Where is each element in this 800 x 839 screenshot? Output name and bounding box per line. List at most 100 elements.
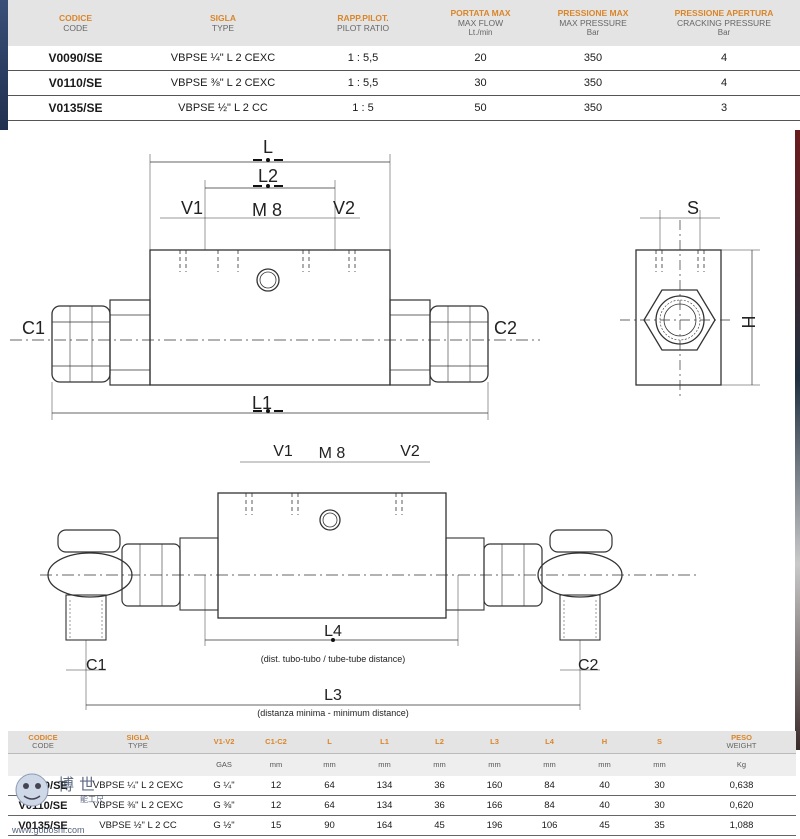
cell-L: 64	[302, 795, 357, 816]
unit-L2: mm	[412, 753, 467, 776]
cell-max-flow: 50	[423, 95, 538, 121]
unit-v1-v2: GAS	[198, 753, 250, 776]
table-row: V0135/SE VBPSE ½" L 2 CC 1 : 5 50 350 3	[8, 95, 800, 121]
watermark-logo: 博 世 能工尺 www.goboshi.com	[11, 773, 104, 835]
cell-S: 30	[632, 776, 687, 796]
unit-c1-c2: mm	[250, 753, 302, 776]
label-L4: L4	[324, 623, 342, 640]
cell-S: 35	[632, 815, 687, 836]
unit-type	[78, 753, 198, 776]
cell-v1-v2: G ½"	[198, 815, 250, 836]
unit-L: mm	[302, 753, 357, 776]
table-row: V0110/SE VBPSE ⅜" L 2 CEXC 1 : 5,5 30 35…	[8, 70, 800, 96]
label-C2: C2	[494, 318, 517, 338]
label-S: S	[687, 198, 699, 218]
cell-weight: 0,638	[687, 776, 796, 796]
header-L2: L2	[412, 731, 467, 754]
m8-hole	[256, 268, 280, 292]
cell-code: V0090/SE	[8, 46, 143, 71]
label-L3: L3	[324, 687, 342, 704]
cell-L1: 134	[357, 776, 412, 796]
label-H: H	[738, 316, 758, 329]
cell-H: 40	[577, 776, 632, 796]
cell-weight: 0,620	[687, 795, 796, 816]
unit-L4: mm	[522, 753, 577, 776]
cell-L2: 36	[412, 795, 467, 816]
cell-S: 30	[632, 795, 687, 816]
cell-L3: 160	[467, 776, 522, 796]
cell-type: VBPSE ½" L 2 CC	[78, 815, 198, 836]
cell-c1-c2: 12	[250, 795, 302, 816]
cell-cracking-pressure: 4	[648, 46, 800, 71]
watermark-brand: 博 世	[58, 775, 95, 794]
cell-pilot-ratio: 1 : 5,5	[303, 46, 423, 71]
cell-cracking-pressure: 3	[648, 95, 800, 121]
watermark-url: www.goboshi.com	[11, 825, 85, 835]
valve-assembly-view	[40, 461, 700, 710]
label-M8: M 8	[252, 200, 282, 220]
header-L3: L3	[467, 731, 522, 754]
cell-L3: 196	[467, 815, 522, 836]
note-tube-distance: (dist. tubo-tubo / tube-tube distance)	[261, 654, 406, 664]
cell-type: VBPSE ⅜" L 2 CEXC	[143, 70, 303, 96]
cell-weight: 1,088	[687, 815, 796, 836]
cell-L3: 166	[467, 795, 522, 816]
label-L2: L2	[258, 166, 278, 186]
watermark-tagline: 能工尺	[80, 794, 104, 804]
cell-cracking-pressure: 4	[648, 70, 800, 96]
unit-L3: mm	[467, 753, 522, 776]
cell-type: VBPSE ¼" L 2 CEXC	[78, 776, 198, 796]
cell-max-flow: 20	[423, 46, 538, 71]
dimension-table-units: GAS mm mm mm mm mm mm mm mm Kg	[8, 753, 796, 776]
valve-side-view	[620, 210, 760, 400]
cell-v1-v2: G ¼"	[198, 776, 250, 796]
cell-max-pressure: 350	[538, 70, 648, 96]
cell-type: VBPSE ⅜" L 2 CEXC	[78, 795, 198, 816]
label-V1: V1	[181, 198, 203, 218]
unit-H: mm	[577, 753, 632, 776]
cell-pilot-ratio: 1 : 5	[303, 95, 423, 121]
label-C1: C1	[22, 318, 45, 338]
cell-L4: 106	[522, 815, 577, 836]
header-S: S	[632, 731, 687, 754]
cell-code: V0135/SE	[8, 95, 143, 121]
cell-type: VBPSE ¼" L 2 CEXC	[143, 46, 303, 71]
valve-body	[149, 249, 391, 386]
cell-code: V0110/SE	[8, 70, 143, 96]
header-v1-v2: V1-V2	[198, 731, 250, 754]
cell-c1-c2: 15	[250, 815, 302, 836]
cell-type: VBPSE ½" L 2 CC	[143, 95, 303, 121]
unit-S: mm	[632, 753, 687, 776]
label-V2-lower: V2	[400, 443, 420, 460]
header-H: H	[577, 731, 632, 754]
cell-L: 64	[302, 776, 357, 796]
cell-L: 90	[302, 815, 357, 836]
label-C1-lower: C1	[86, 657, 107, 674]
header-c1-c2: C1-C2	[250, 731, 302, 754]
cell-pilot-ratio: 1 : 5,5	[303, 70, 423, 96]
cell-code: V0135/SE	[8, 815, 78, 836]
header-L1: L1	[357, 731, 412, 754]
right-edge-strip	[795, 130, 800, 750]
note-minimum-distance: (distanza minima - minimum distance)	[257, 708, 409, 718]
unit-L1: mm	[357, 753, 412, 776]
cell-L1: 164	[357, 815, 412, 836]
unit-code	[8, 753, 78, 776]
label-C2-lower: C2	[578, 657, 599, 674]
cell-L2: 45	[412, 815, 467, 836]
cell-L4: 84	[522, 776, 577, 796]
cell-L4: 84	[522, 795, 577, 816]
cell-max-flow: 30	[423, 70, 538, 96]
